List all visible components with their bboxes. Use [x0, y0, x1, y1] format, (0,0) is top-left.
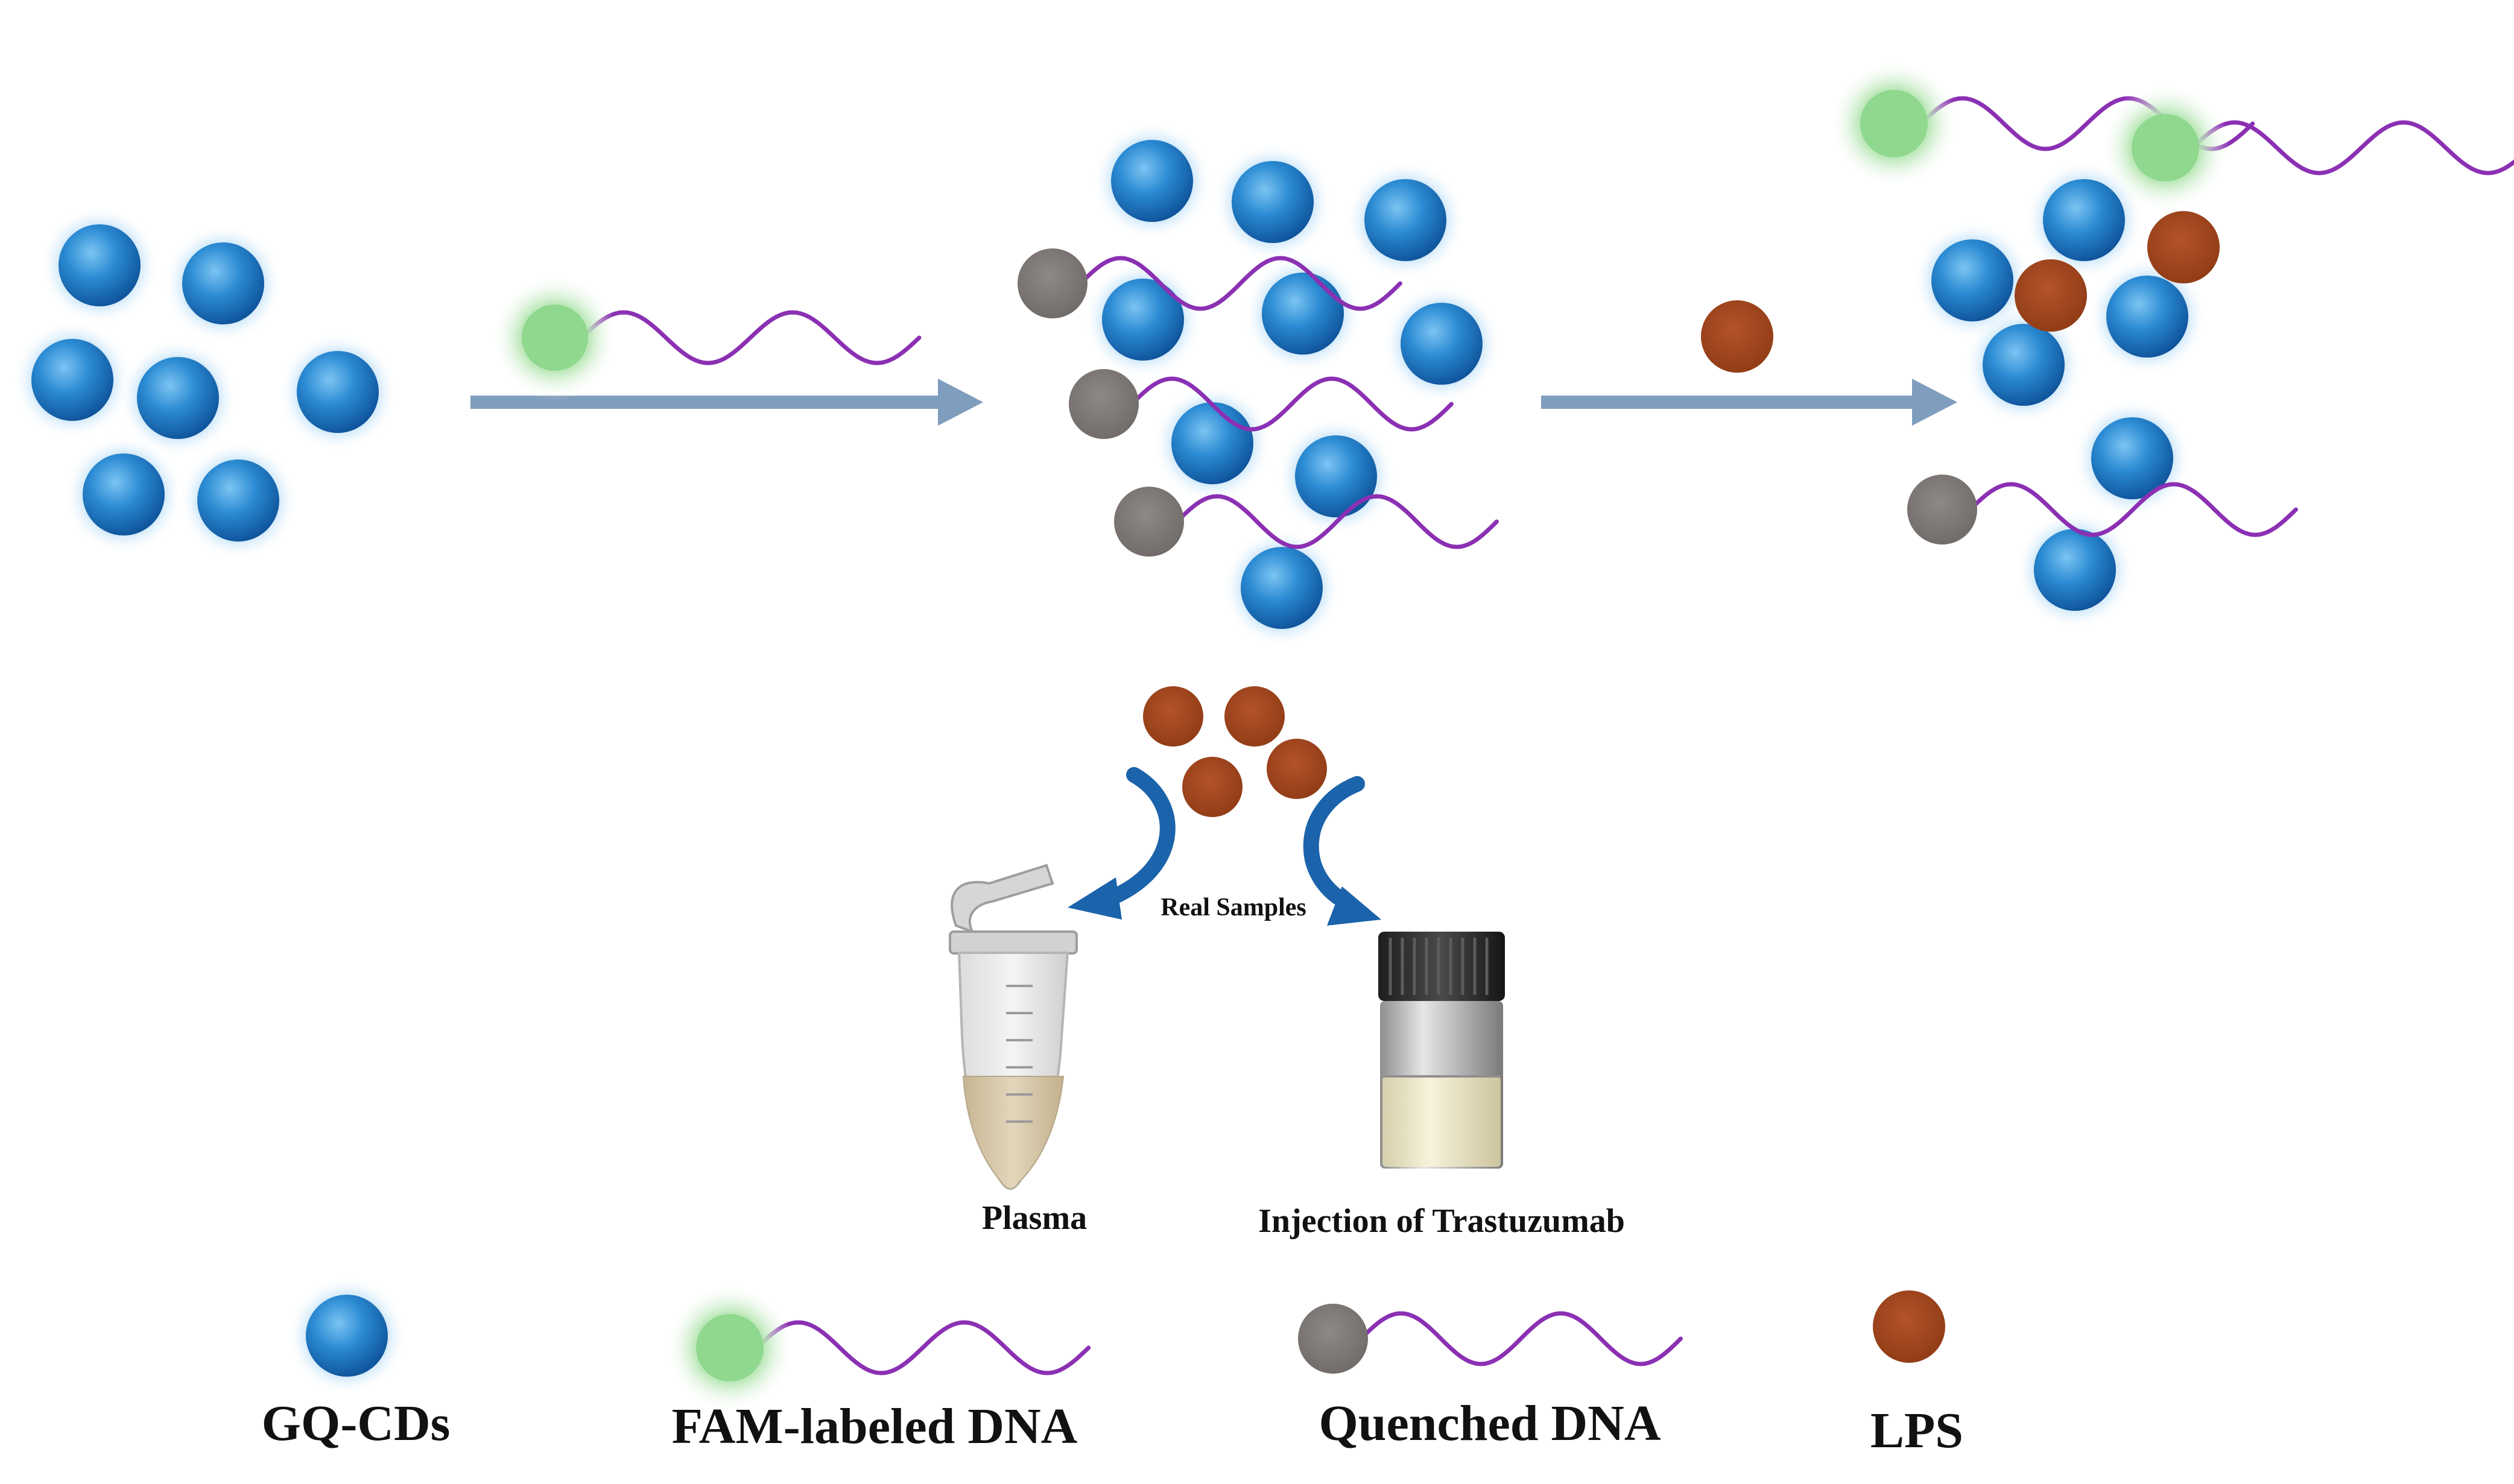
legend-label-quenched-dna: Quenched DNA — [1319, 1395, 1661, 1451]
dna-strand — [1358, 1311, 1683, 1366]
fam-label-dot — [492, 274, 618, 401]
gq-cd-particle — [1276, 417, 1396, 536]
gq-cd-particle — [64, 435, 183, 554]
gq-cd-particle — [287, 1276, 407, 1395]
lps-particle — [1224, 686, 1285, 747]
injection-label: Injection of Trastuzumab — [1258, 1202, 1625, 1240]
dna-strand — [1129, 376, 1454, 432]
gq-cd-particle — [118, 338, 238, 458]
lps-particle — [1701, 300, 1773, 373]
lps-particle — [1873, 1290, 1945, 1363]
lps-particle — [1182, 757, 1243, 817]
reaction-arrow-1 — [470, 379, 983, 426]
dna-strand — [2190, 120, 2514, 175]
gq-cd-particle — [2015, 510, 2135, 630]
gq-cd-particle — [2072, 399, 2192, 518]
gq-cd-particle — [1213, 142, 1332, 262]
stage-2-quenched-complex — [1018, 121, 1501, 648]
fam-dna-reagent — [492, 274, 922, 401]
lps-particle — [2147, 211, 2220, 283]
lps-cluster — [1143, 686, 1327, 817]
gq-cd-particle — [1222, 528, 1341, 648]
lps-particle — [1267, 739, 1327, 799]
plasma-label: Plasma — [982, 1199, 1087, 1237]
lps-particle — [1143, 686, 1203, 747]
lps-particle — [2015, 259, 2087, 332]
gq-cd-particle — [1092, 121, 1212, 241]
curved-arrow-right — [1303, 776, 1381, 926]
reaction-arrow-2 — [1541, 379, 1957, 426]
gq-cd-particle — [1153, 384, 1272, 503]
legend: GQ-CDs FAM-labeled DNA Quenched DNA LPS — [262, 1276, 1963, 1459]
quencher-dot — [1907, 475, 1977, 545]
gq-cd-particle — [2088, 257, 2207, 376]
fam-label-dot — [2101, 83, 2230, 212]
gq-cd-particle — [1382, 284, 1501, 403]
microcentrifuge-tube-icon — [949, 864, 1078, 1190]
fam-label-dot — [665, 1283, 794, 1412]
gq-cd-particle — [1083, 260, 1203, 379]
stage-3-lps-bound — [1829, 59, 2514, 630]
gq-cd-particle — [163, 224, 283, 343]
quencher-dot — [1018, 248, 1088, 318]
gq-cd-particle — [1964, 305, 2083, 425]
dna-strand — [579, 310, 922, 365]
gq-cd-particle — [13, 320, 132, 440]
quencher-dot — [1298, 1304, 1368, 1374]
dna-strand — [1078, 256, 1402, 311]
lps-reagent — [1701, 300, 1773, 373]
dna-strand — [755, 1320, 1091, 1375]
fam-label-dot — [1829, 59, 1958, 188]
quencher-dot — [1069, 369, 1139, 439]
glass-vial-icon — [1378, 932, 1505, 1169]
gq-cd-particle — [40, 206, 159, 325]
gq-cd-particle — [1346, 160, 1465, 280]
legend-label-gq-cds: GQ-CDs — [262, 1395, 451, 1451]
gq-cd-particle — [278, 332, 397, 452]
gq-cd-particle — [179, 441, 298, 560]
legend-label-fam-dna: FAM-labeled DNA — [672, 1398, 1078, 1454]
curved-arrow-left — [1068, 767, 1176, 920]
real-samples-label: Real Samples — [1160, 894, 1306, 921]
stage-1-gq-cds — [13, 206, 397, 560]
dna-strand — [1174, 494, 1499, 549]
gq-cd-particle — [2024, 160, 2144, 280]
gq-cd-particle — [1243, 254, 1363, 373]
dna-strand — [1968, 482, 2298, 537]
legend-label-lps: LPS — [1870, 1403, 1963, 1459]
quencher-dot — [1114, 487, 1184, 557]
